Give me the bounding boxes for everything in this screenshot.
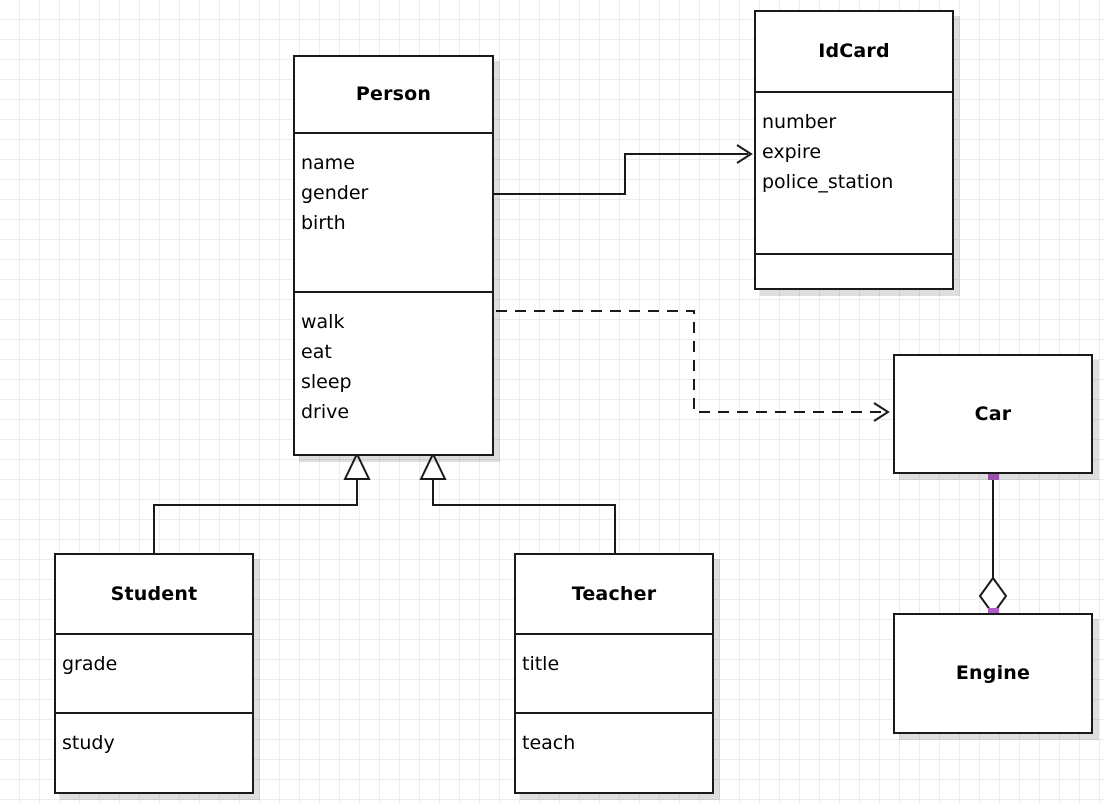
- class-box-idcard[interactable]: IdCard number expire police_station: [754, 10, 954, 290]
- open-arrow-head-icon: [736, 144, 753, 164]
- class-member: birth: [301, 211, 346, 234]
- open-arrow-head-icon: [873, 402, 890, 422]
- class-name-student: Student: [110, 582, 198, 605]
- class-title-compartment-student: Student: [56, 555, 252, 633]
- class-name-car: Car: [974, 402, 1012, 425]
- class-name-engine: Engine: [955, 662, 1031, 685]
- class-member: police_station: [762, 170, 894, 193]
- class-title-compartment-car: Car: [895, 356, 1091, 472]
- relationship-association-person-idcard[interactable]: [494, 144, 753, 195]
- class-title-compartment-idcard: IdCard: [756, 12, 952, 91]
- class-box-engine[interactable]: Engine: [893, 613, 1093, 734]
- class-member: teach: [522, 732, 576, 755]
- class-operations-compartment-teacher: teach: [516, 712, 712, 792]
- class-name-teacher: Teacher: [571, 582, 657, 605]
- class-member: walk: [301, 310, 345, 333]
- class-attributes-compartment-teacher: title: [516, 633, 712, 712]
- class-member: grade: [62, 653, 118, 676]
- generalization-line: [153, 478, 358, 553]
- class-member: sleep: [301, 370, 352, 393]
- class-box-student[interactable]: Student grade study: [54, 553, 254, 794]
- edge-handle-car-end[interactable]: [987, 468, 999, 480]
- association-line: [494, 153, 748, 195]
- relationship-dependency-person-car[interactable]: [496, 310, 890, 422]
- class-member: eat: [301, 340, 332, 363]
- class-member: name: [301, 151, 355, 174]
- class-operations-compartment-person: walk eat sleep drive: [295, 290, 492, 454]
- class-attributes-compartment-idcard: number expire police_station: [756, 90, 952, 254]
- class-box-car[interactable]: Car: [893, 354, 1093, 474]
- class-title-compartment-engine: Engine: [895, 615, 1091, 732]
- class-member: expire: [762, 140, 822, 163]
- class-operations-compartment-idcard: [756, 253, 952, 288]
- generalization-line: [432, 478, 616, 553]
- hollow-triangle-arrow-icon: [343, 451, 371, 480]
- relationship-generalization-student-person[interactable]: [153, 451, 371, 553]
- class-member: number: [762, 110, 837, 133]
- dependency-line: [496, 310, 884, 413]
- class-title-compartment-teacher: Teacher: [516, 555, 712, 633]
- relationship-generalization-teacher-person[interactable]: [419, 451, 616, 553]
- class-name-idcard: IdCard: [818, 39, 890, 62]
- relationship-aggregation-car-engine[interactable]: [978, 474, 1008, 616]
- class-box-person[interactable]: Person name gender birth walk eat sleep drive: [293, 55, 494, 456]
- class-member: study: [62, 732, 115, 755]
- class-attributes-compartment-student: grade: [56, 633, 252, 712]
- hollow-triangle-arrow-icon: [419, 451, 447, 480]
- class-title-compartment-person: Person: [295, 57, 492, 132]
- class-name-person: Person: [355, 82, 432, 105]
- class-member: title: [522, 653, 560, 676]
- class-member: drive: [301, 400, 350, 423]
- class-box-teacher[interactable]: Teacher title teach: [514, 553, 714, 794]
- class-attributes-compartment-person: name gender birth: [295, 131, 492, 291]
- class-operations-compartment-student: study: [56, 712, 252, 792]
- class-member: gender: [301, 181, 369, 204]
